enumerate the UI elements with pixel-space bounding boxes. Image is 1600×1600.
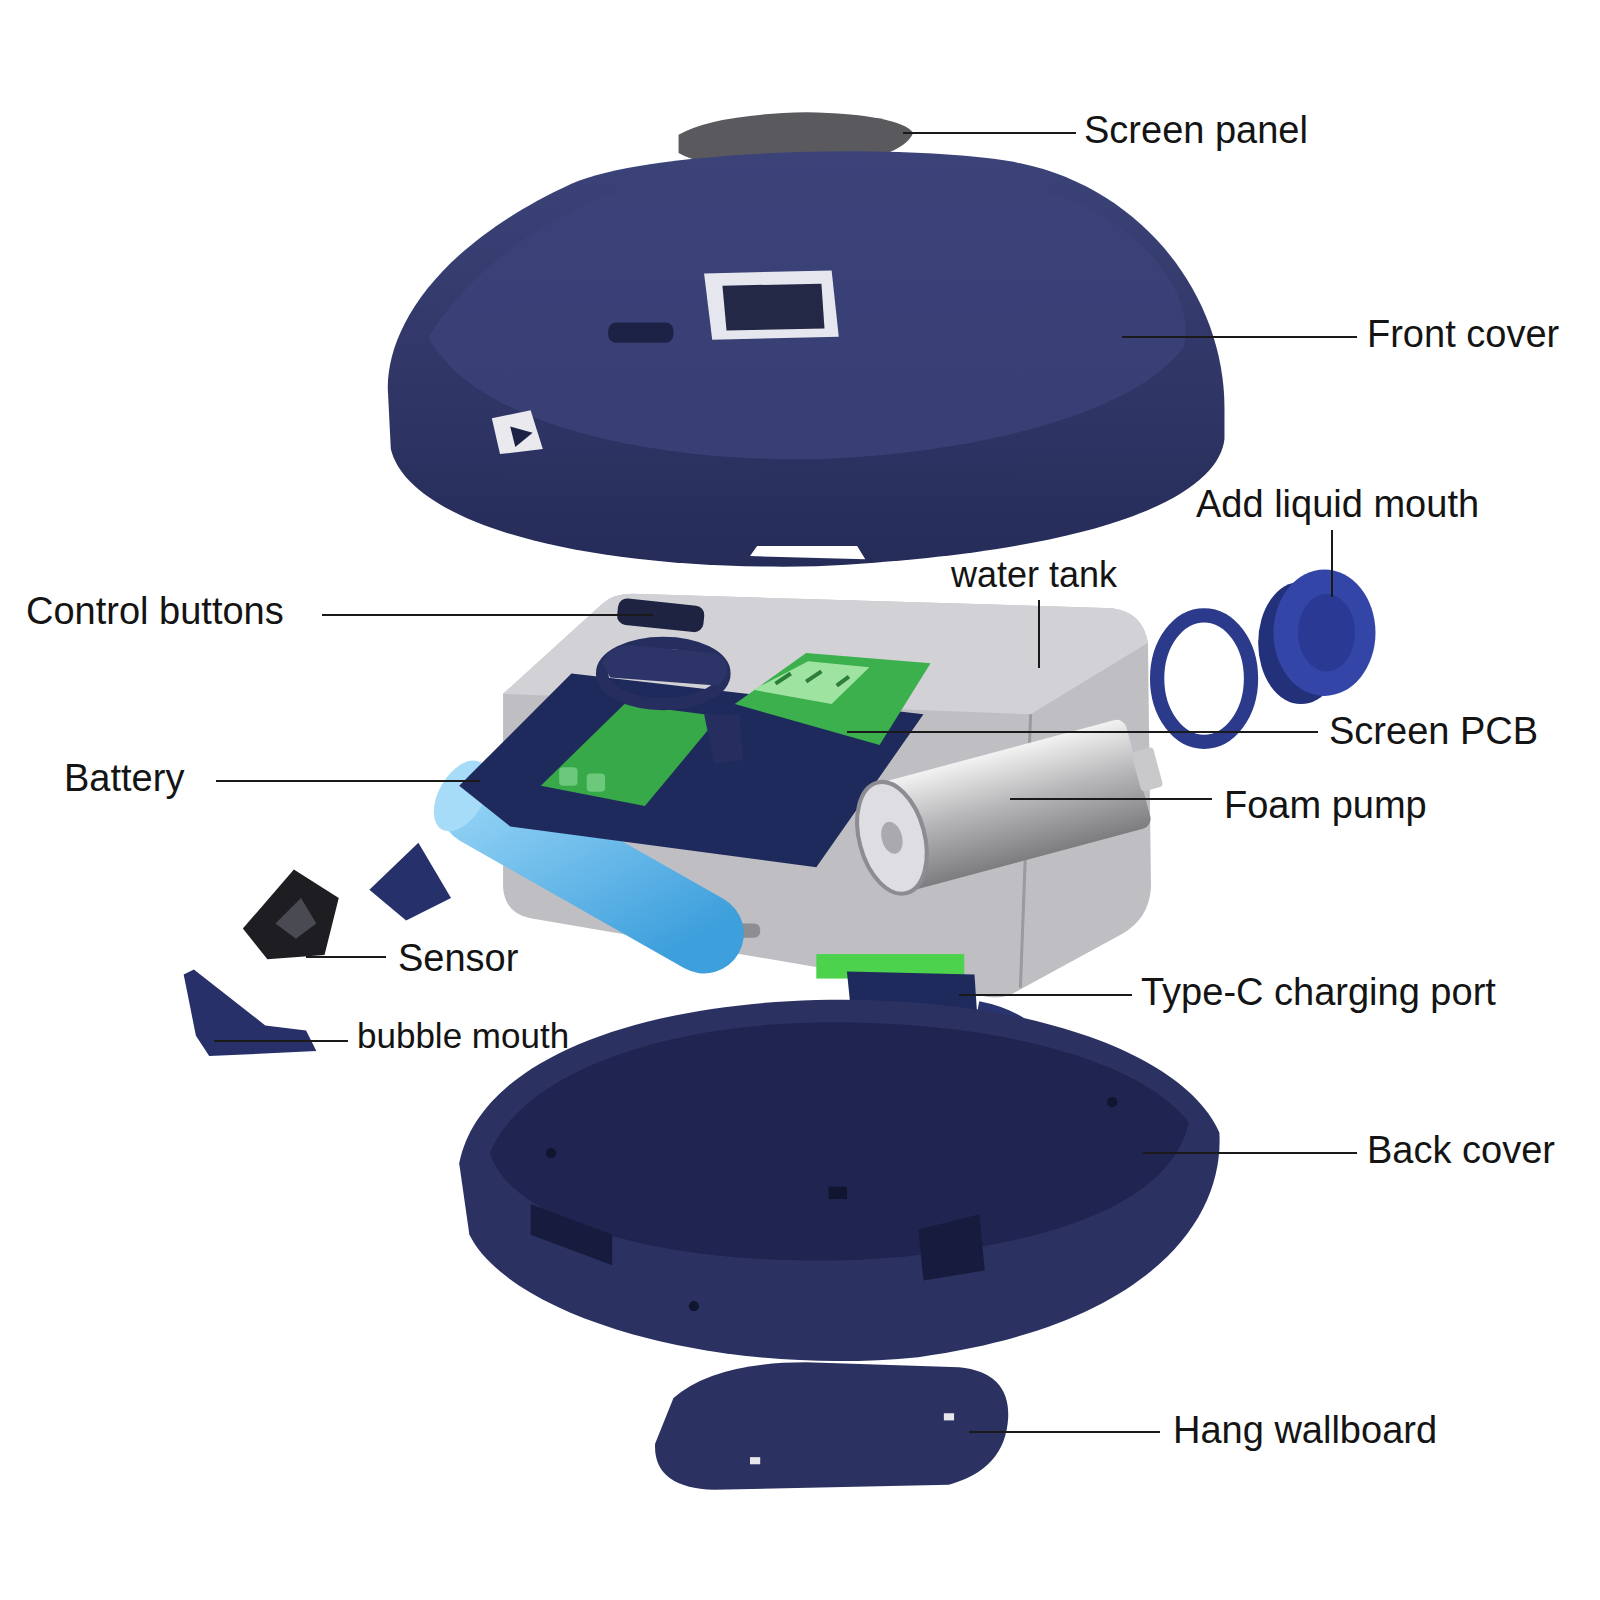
part-label: Foam pump [1224,784,1427,826]
leader-line [306,956,386,958]
part-label: Hang wallboard [1173,1409,1437,1451]
leader-line [903,132,1076,134]
part-label: bubble mouth [357,1016,569,1055]
part-label-box: Sensor [398,936,518,982]
part-label: Screen panel [1084,109,1308,151]
part-label-box: water tank [951,553,1117,596]
leader-line [322,614,653,616]
part-label-box: Type-C charging port [1141,970,1496,1016]
front-cover [388,151,1225,566]
part-label: Sensor [398,937,518,979]
leader-line [214,1040,348,1042]
part-label: Screen PCB [1329,710,1538,752]
part-label-box: Screen panel [1084,108,1308,154]
part-label: Front cover [1367,313,1559,355]
part-label: Add liquid mouth [1196,483,1479,525]
foam-pump [846,711,1173,901]
sensor-part [243,869,339,959]
sensor-part [369,843,451,921]
bubble-mouth [184,969,317,1056]
part-label: Type-C charging port [1141,971,1496,1013]
leader-line [1010,798,1212,800]
part-label-box: bubble mouth [357,1015,569,1057]
leader-line [1122,336,1357,338]
part-label-box: Back cover [1367,1128,1555,1174]
part-label-box: Screen PCB [1329,709,1538,755]
leader-line [216,780,480,782]
part-label: Control buttons [26,590,284,632]
part-label-box: Hang wallboard [1173,1408,1437,1454]
part-label: water tank [951,554,1117,595]
leader-line [959,994,1132,996]
leader-line [847,731,1318,733]
leader-line [969,1431,1160,1433]
part-label-box: Front cover [1367,312,1559,358]
part-label-box: Add liquid mouth [1196,482,1479,528]
part-label: Back cover [1367,1129,1555,1171]
back-cover [459,1000,1219,1361]
part-label-box: Battery [64,756,184,802]
leader-lines [214,133,1357,1432]
part-label-box: Control buttons [26,589,284,635]
hang-wallboard [655,1362,1008,1490]
leader-line [1038,600,1040,668]
part-label: Battery [64,757,184,799]
leader-line [1331,530,1333,597]
part-label-box: Foam pump [1224,783,1427,829]
leader-line [1143,1152,1357,1154]
